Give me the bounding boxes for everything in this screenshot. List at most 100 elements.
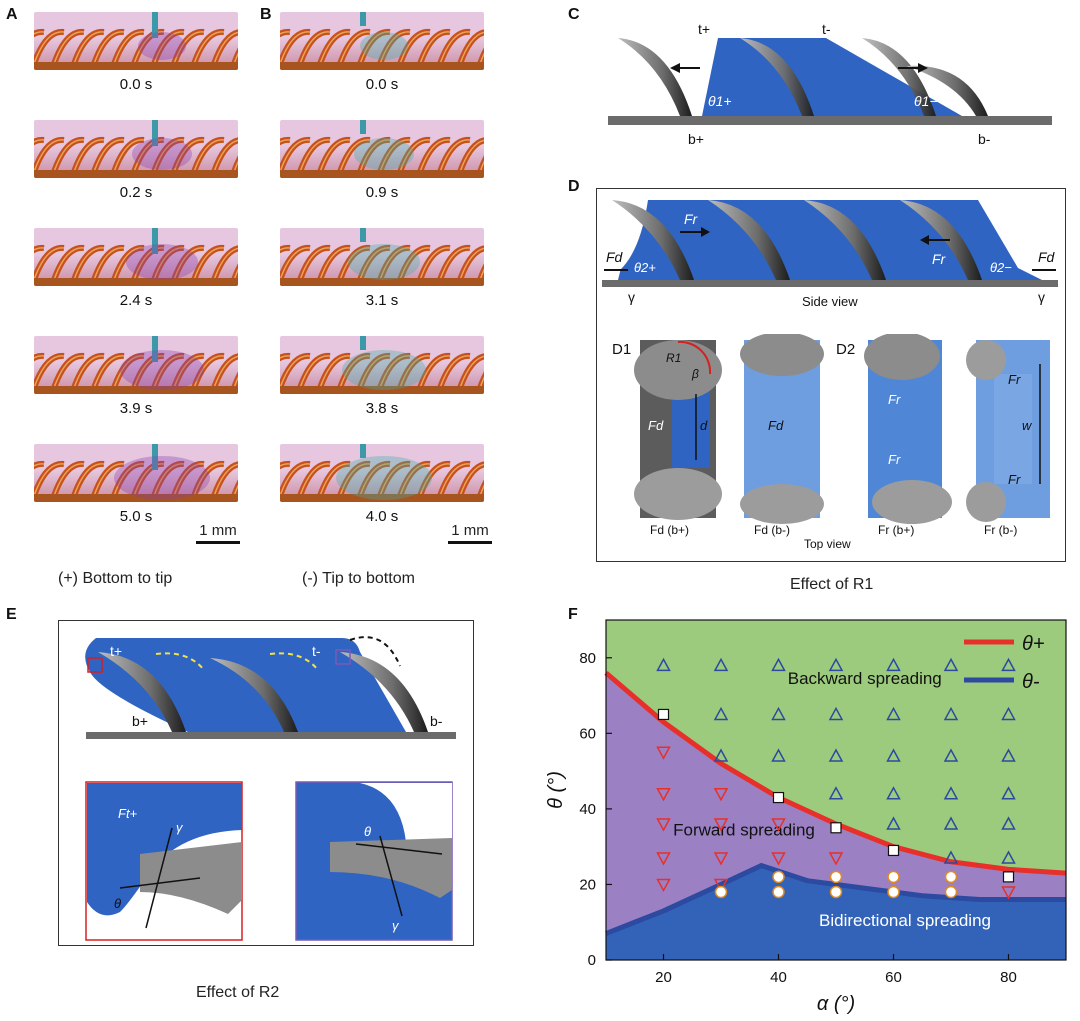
data-point-triangle-down — [656, 746, 671, 760]
label-beta: β — [691, 367, 699, 381]
label-gamma: γ — [1038, 289, 1045, 305]
label-fr: Fr — [888, 392, 901, 407]
label-t-plus: t+ — [110, 643, 122, 659]
data-point-square — [1002, 871, 1015, 883]
label-t-minus: t- — [822, 21, 831, 37]
panel-a-caption: (+) Bottom to tip — [58, 570, 173, 587]
data-point-triangle-up — [1001, 657, 1016, 672]
label-b-plus: b+ — [688, 131, 704, 147]
fin — [210, 658, 298, 732]
data-point-triangle-down — [656, 788, 671, 802]
data-point-square — [830, 822, 842, 834]
panel-b-frame — [280, 120, 484, 178]
data-point-square — [772, 791, 785, 804]
data-point-triangle-up — [713, 748, 729, 762]
fin — [708, 200, 790, 280]
data-point-triangle-up — [943, 657, 959, 672]
arrowhead — [920, 235, 929, 245]
sub-caption: Fr (b+) — [878, 523, 914, 537]
label-b-minus: b- — [430, 713, 443, 729]
time-label: 3.1 s — [365, 292, 399, 309]
flow-arrow — [155, 652, 205, 671]
data-point-triangle-up — [771, 657, 786, 672]
panel-a-frame — [34, 336, 238, 394]
panel-a-label: A — [6, 6, 18, 23]
label-theta1-plus: θ1+ — [708, 93, 732, 109]
panel-a-frame — [34, 444, 238, 502]
data-point-triangle-up — [1001, 748, 1016, 762]
inset-marker-purple — [335, 649, 351, 665]
time-label: 2.4 s — [119, 292, 153, 309]
inset-marker-red — [87, 657, 103, 673]
scale-label: 1 mm — [451, 522, 489, 539]
y-tick-label: 40 — [579, 801, 596, 818]
sub-caption: Fd (b-) — [754, 523, 790, 537]
time-label: 0.0 s — [365, 76, 399, 93]
arrowhead — [670, 63, 680, 73]
data-point-circle — [887, 885, 900, 899]
data-point-triangle-up — [771, 706, 786, 721]
data-point-circle — [829, 885, 843, 899]
label-b-plus: b+ — [132, 713, 148, 729]
time-label: 5.0 s — [119, 508, 153, 525]
label-theta: θ — [114, 896, 121, 911]
x-tick-label: 40 — [770, 969, 787, 986]
substrate — [602, 280, 1058, 287]
flow-arrow — [269, 652, 319, 671]
panel-d-side-view: Fr Fr Fd Fd θ2+ θ2− γ γ Side view — [602, 200, 1058, 309]
data-point-triangle-up — [1001, 816, 1016, 830]
arrowhead — [701, 227, 710, 237]
label-fd: Fd — [606, 249, 624, 265]
inset-right: θ Ft- γ — [295, 781, 453, 941]
label-ft-minus: Ft- — [426, 824, 443, 839]
data-point-triangle-up — [656, 657, 671, 672]
data-point-triangle-up — [713, 657, 729, 672]
fin-top — [634, 340, 722, 400]
fin — [740, 38, 814, 116]
legend-label: θ+ — [1022, 633, 1045, 655]
fin — [340, 652, 428, 732]
fin — [612, 200, 694, 280]
meniscus-left — [604, 200, 648, 280]
label-gamma: γ — [176, 820, 184, 835]
x-tick-label: 60 — [885, 969, 902, 986]
fin-bottom — [966, 482, 1006, 522]
panel-b-frame — [280, 444, 484, 502]
panel-c-diagram: t+ t- b+ b- θ1+ θ1− — [608, 21, 1052, 147]
data-point-circle — [944, 885, 958, 899]
label-gamma: γ — [392, 918, 400, 933]
label-d1: D1 — [612, 341, 631, 358]
fin — [862, 38, 936, 116]
region-label: Bidirectional spreading — [819, 911, 991, 930]
label-fr: Fr — [932, 251, 947, 267]
label-theta2-minus: θ2− — [990, 260, 1012, 275]
data-point-triangle-up — [943, 816, 959, 830]
data-point-circle — [714, 885, 728, 899]
label-b-minus: b- — [978, 131, 991, 147]
channel-mid — [994, 374, 1032, 484]
scale-bar — [448, 541, 492, 544]
data-point-circle — [944, 870, 958, 884]
data-point-circle — [772, 870, 785, 884]
region-label: Forward spreading — [673, 820, 815, 839]
label-fr: Fr — [684, 211, 699, 227]
arrowhead — [918, 63, 928, 73]
data-point-triangle-up — [943, 748, 959, 762]
x-tick-label: 80 — [1000, 969, 1017, 986]
x-axis-label: α (°) — [817, 993, 855, 1015]
label-gamma: γ — [628, 289, 635, 305]
fin — [98, 652, 186, 732]
y-tick-label: 60 — [579, 725, 596, 742]
time-label: 0.0 s — [119, 76, 153, 93]
panel-b-scale: 1 mm — [448, 522, 492, 544]
data-point-triangle-down — [713, 878, 729, 893]
label-fd: Fd — [768, 418, 784, 433]
data-point-triangle-up — [943, 786, 959, 800]
panel-c-label: C — [568, 6, 580, 23]
inset-left: Ft+ γ θ — [85, 781, 243, 941]
data-point-circle — [829, 870, 843, 884]
data-point-triangle-up — [1001, 786, 1016, 800]
fin — [804, 200, 886, 280]
label-r1: R1 — [666, 351, 681, 365]
fin-bottom — [740, 484, 824, 524]
